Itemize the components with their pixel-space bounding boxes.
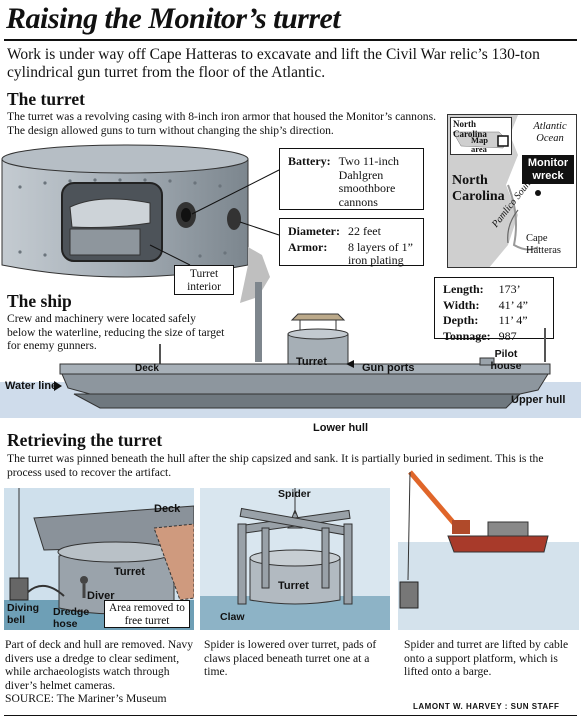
step2-caption: Spider is lowered over turret, pads of c… — [204, 638, 377, 678]
armor-label: Armor: — [288, 239, 328, 254]
diving-bell-label: Diving bell — [7, 602, 40, 626]
turret-text: The turret was a revolving casing with 8… — [7, 110, 436, 137]
step1-diver-label: Diver — [87, 590, 115, 602]
ship-stat-label: Tonnage: — [443, 328, 491, 343]
step1-deck-label: Deck — [154, 503, 181, 515]
armor-value: 8 layers of 1” iron plating — [347, 239, 413, 267]
state-label: North Carolina — [452, 173, 505, 204]
ship-stat-label: Width: — [443, 297, 480, 312]
spider-label: Spider — [278, 488, 311, 500]
retrieve-heading: Retrieving the turret — [7, 430, 163, 450]
inset-state-label: North Carolina — [453, 119, 487, 139]
inset-map-graphic — [452, 131, 509, 149]
ship-stat-value: 41’ 4” — [498, 297, 529, 312]
ship-heading: The ship — [7, 291, 72, 311]
step2-turret-label: Turret — [278, 580, 309, 592]
step1-caption: Part of deck and hull are removed. Navy … — [5, 638, 194, 692]
intro-text: Work is under way off Cape Hatteras to e… — [7, 46, 540, 81]
graphic-title: Raising the Monitor’s turret — [6, 2, 341, 35]
upper-hull-label: Upper hull — [511, 394, 566, 406]
ship-text: Crew and machinery were located safely b… — [7, 312, 225, 352]
turret-illustration — [1, 144, 270, 303]
step2-illustration — [200, 488, 390, 630]
turret-heading: The turret — [7, 89, 85, 109]
wreck-label: Monitor wreck — [522, 155, 574, 184]
dimensions-callout: Diameter: 22 feet Armor: 8 layers of 1” ir… — [279, 218, 424, 267]
ship-stats-table: Length:173’Width:41’ 4”Depth:11’ 4”Tonna… — [441, 281, 530, 345]
cape-label: Cape Hatteras — [526, 233, 561, 256]
battery-label: Battery: — [288, 154, 331, 168]
ship-deck-label: Deck — [135, 363, 159, 374]
ship-stat-label: Length: — [443, 282, 484, 296]
credit-line: LAMONT W. HARVEY : SUN STAFF — [413, 702, 560, 711]
lower-hull-label: Lower hull — [313, 422, 368, 434]
diameter-value: 22 feet — [347, 224, 381, 238]
location-map: North Carolina Map area Atlantic Ocean N… — [447, 114, 577, 268]
step3-caption: Spider and turret are lifted by cable on… — [404, 638, 569, 678]
battery-callout: Battery: Two 11-inch Dahlgren smoothbore… — [279, 148, 424, 210]
ocean-label: Atlantic Ocean — [533, 121, 567, 144]
ship-stat-row: Width: 41’ 4” — [443, 297, 529, 313]
ship-turret-label: Turret — [296, 356, 327, 368]
water-line-label: Water line — [5, 380, 58, 392]
diameter-label: Diameter: — [288, 224, 340, 238]
title-rule — [4, 39, 577, 41]
ship-stat-value: 11’ 4” — [498, 313, 528, 327]
battery-value: Two 11-inch Dahlgren smoothbore cannons — [338, 154, 400, 209]
step1-turret-label: Turret — [114, 566, 145, 578]
ship-stat-row: Length: 173’ — [443, 282, 528, 297]
inset-map: North Carolina Map area — [450, 117, 512, 155]
ship-stat-row: Tonnage: 987 — [443, 328, 528, 344]
gun-ports-label: Gun ports — [362, 362, 415, 374]
ship-stat-row: Depth: 11’ 4” — [443, 313, 528, 328]
ship-illustration — [0, 282, 581, 418]
ship-stat-value: 173’ — [498, 282, 521, 296]
bottom-rule — [4, 715, 577, 716]
source-line: SOURCE: The Mariner’s Museum — [5, 692, 167, 705]
pilot-house-label: Pilot house — [490, 348, 522, 372]
dredge-hose-label: Dredge hose — [53, 606, 90, 630]
step3-illustration — [398, 470, 579, 630]
claw-label: Claw — [220, 611, 245, 623]
ship-stat-label: Depth: — [443, 313, 479, 327]
retrieve-text: The turret was pinned beneath the hull a… — [7, 452, 544, 479]
ship-stats-callout: Length:173’Width:41’ 4”Depth:11’ 4”Tonna… — [434, 277, 554, 342]
ship-stat-value: 987 — [498, 328, 517, 343]
inset-area-label: Map area — [471, 135, 488, 154]
turret-interior-callout: Turret interior — [174, 265, 234, 295]
area-removed-callout: Area removed to free turret — [104, 600, 190, 628]
